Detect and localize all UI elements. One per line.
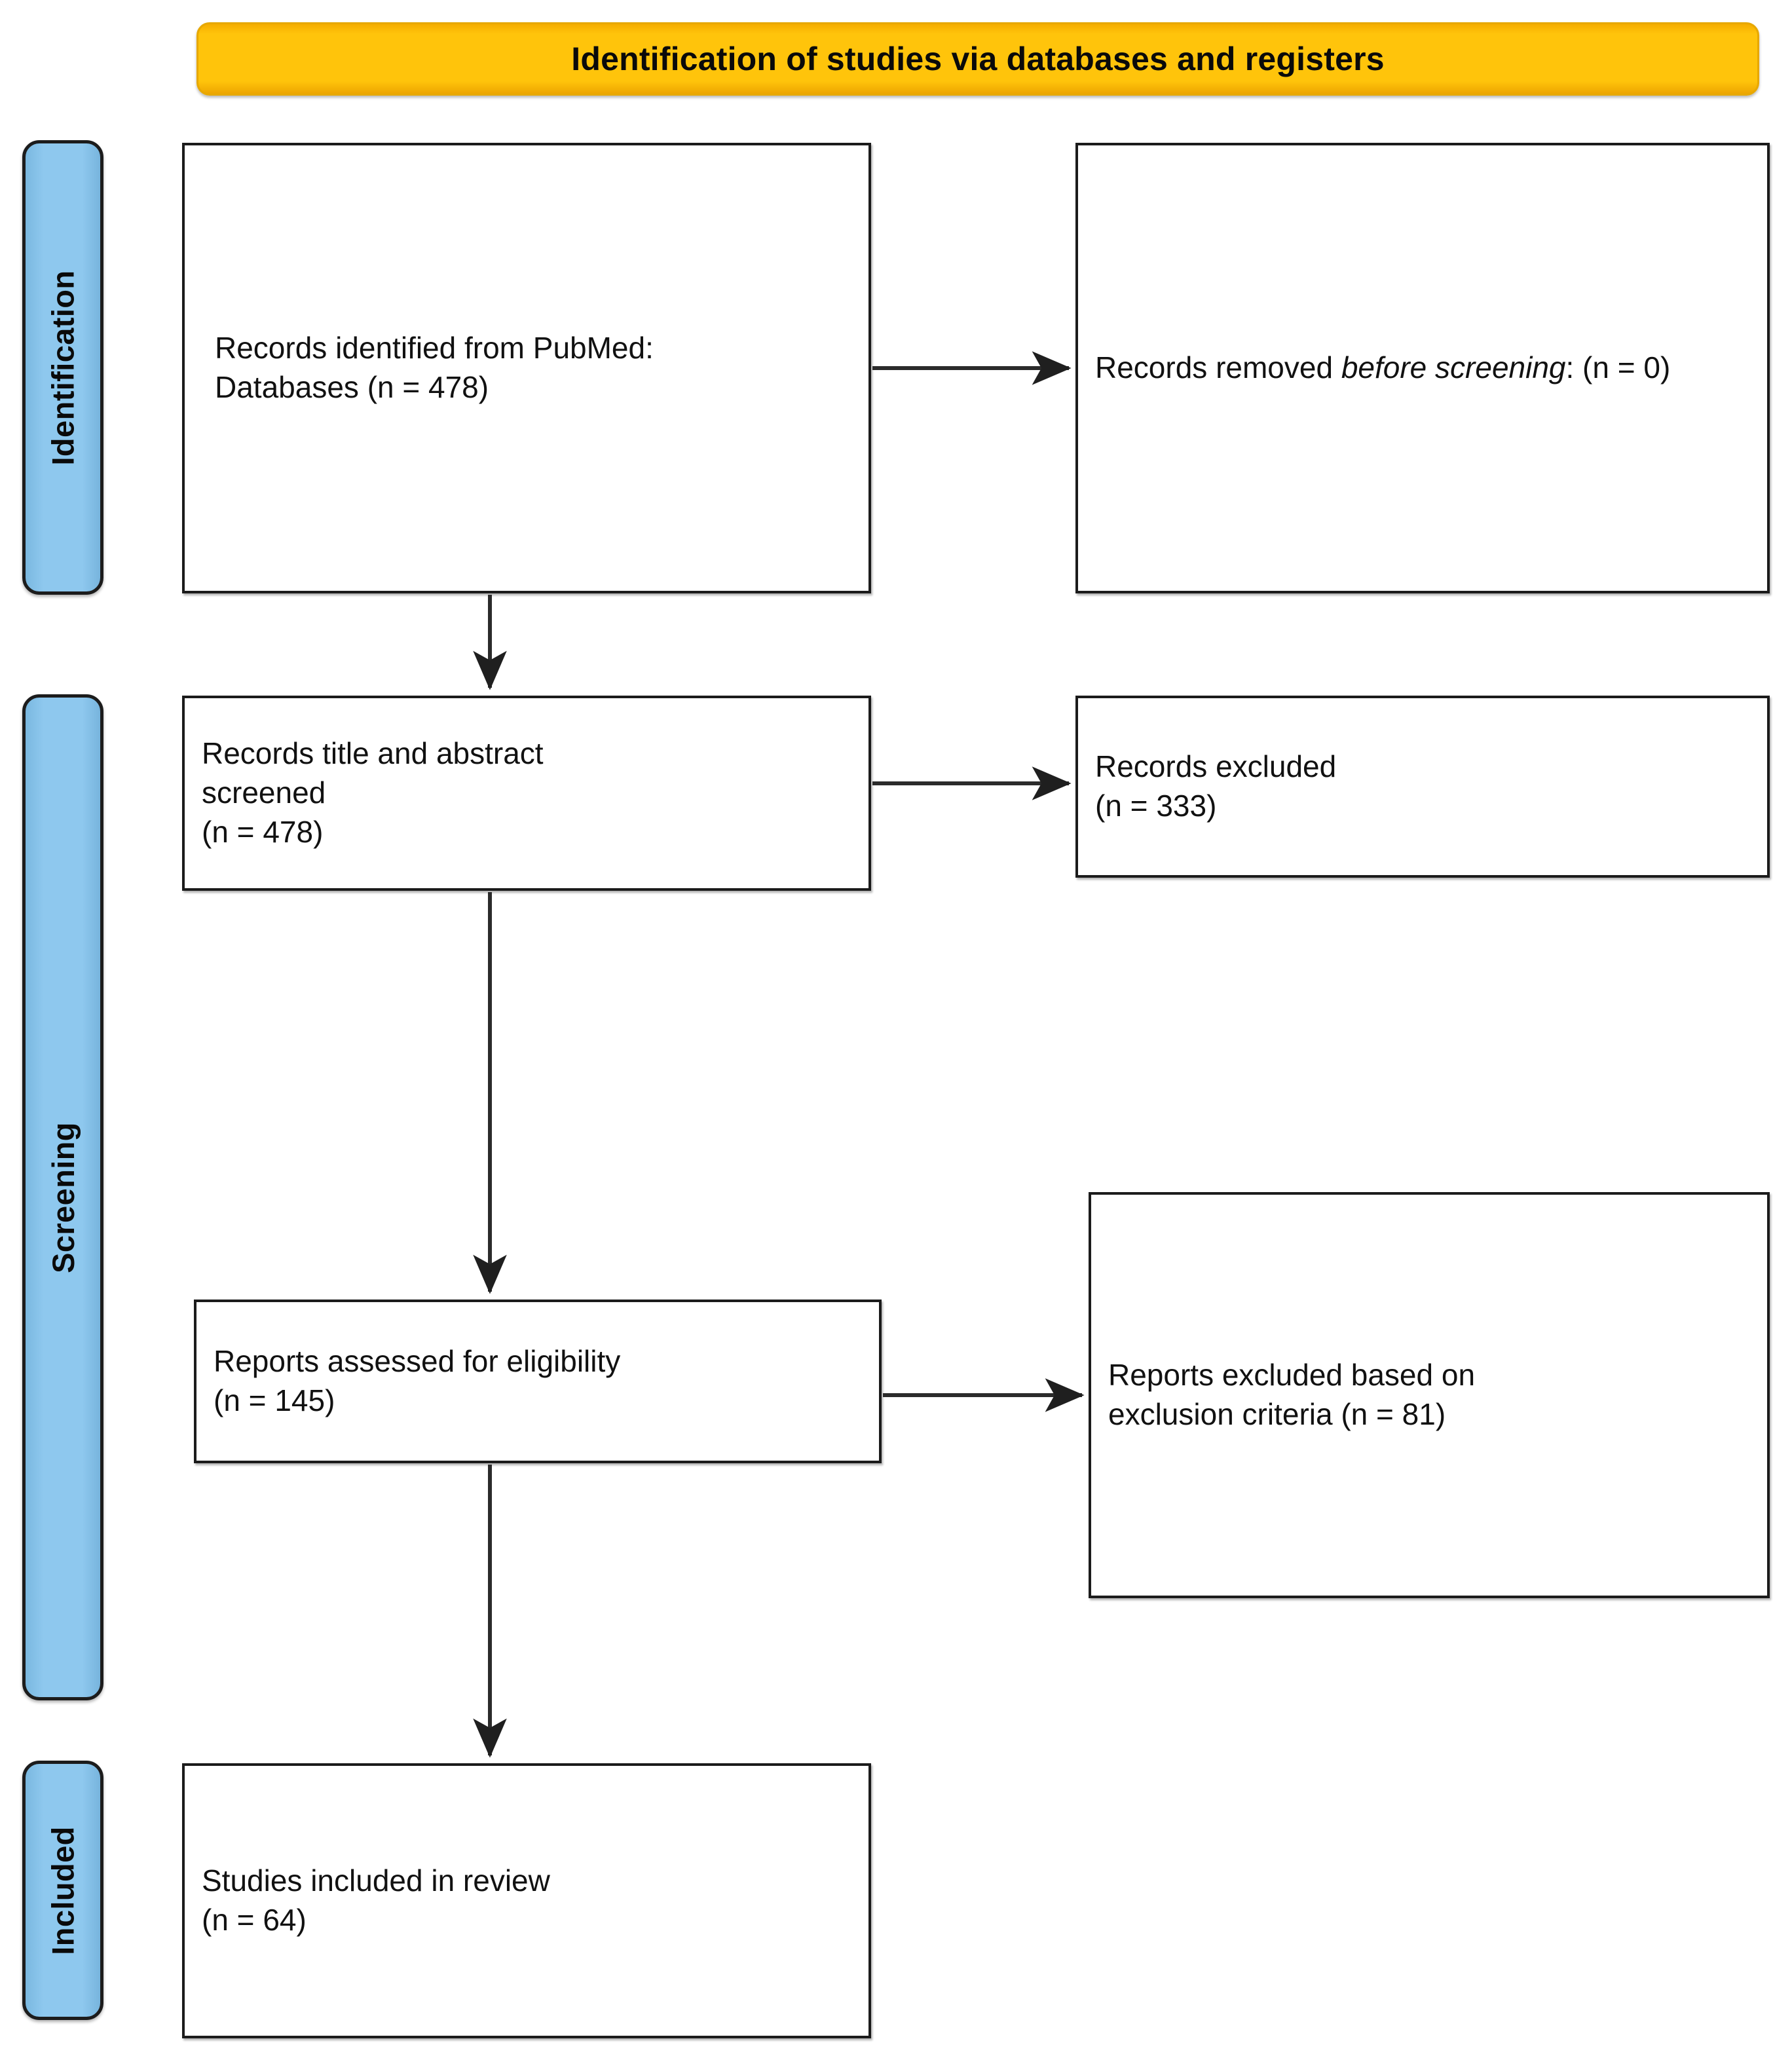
node-reports-excluded-line2: exclusion criteria (n = 81): [1108, 1397, 1446, 1431]
node-records-removed-italic: before screening: [1341, 350, 1566, 385]
node-reports-assessed-text: Reports assessed for eligibility (n = 14…: [196, 1342, 879, 1421]
node-records-excluded-line2: (n = 333): [1095, 789, 1217, 823]
node-records-excluded: Records excluded (n = 333): [1075, 696, 1770, 878]
node-records-removed-text: Records removed before screening: (n = 0…: [1078, 348, 1767, 388]
node-records-screened-text: Records title and abstract screened (n =…: [185, 734, 868, 851]
node-reports-assessed-line2: (n = 145): [214, 1383, 335, 1417]
node-reports-excluded-line1: Reports excluded based on: [1108, 1358, 1476, 1393]
node-records-identified-line1: Records identified from PubMed:: [215, 331, 654, 365]
node-studies-included-line2: (n = 64): [202, 1903, 307, 1937]
node-records-excluded-text: Records excluded (n = 333): [1078, 747, 1767, 826]
node-records-screened-line2: screened: [202, 776, 326, 810]
node-records-identified: Records identified from PubMed: Database…: [182, 143, 871, 593]
node-records-identified-text: Records identified from PubMed: Database…: [185, 329, 868, 407]
node-records-removed-prefix: Records removed: [1095, 350, 1341, 385]
node-studies-included-text: Studies included in review (n = 64): [185, 1862, 868, 1940]
diagram-header-banner: Identification of studies via databases …: [196, 22, 1759, 96]
node-records-screened-line1: Records title and abstract: [202, 736, 544, 771]
node-studies-included-line1: Studies included in review: [202, 1863, 550, 1898]
diagram-title: Identification of studies via databases …: [571, 41, 1385, 77]
node-records-excluded-line1: Records excluded: [1095, 749, 1337, 784]
node-records-removed-suffix: : (n = 0): [1565, 350, 1671, 385]
node-records-identified-line2: Databases (n = 478): [215, 370, 489, 404]
node-reports-assessed-line1: Reports assessed for eligibility: [214, 1344, 621, 1379]
node-reports-assessed-eligibility: Reports assessed for eligibility (n = 14…: [194, 1300, 882, 1463]
stage-label-included: Included: [22, 1761, 103, 2020]
node-records-screened-line3: (n = 478): [202, 814, 324, 849]
node-reports-excluded-text: Reports excluded based on exclusion crit…: [1091, 1356, 1767, 1434]
stage-label-screening: Screening: [22, 694, 103, 1700]
node-records-screened: Records title and abstract screened (n =…: [182, 696, 871, 891]
stage-label-identification: Identification: [22, 140, 103, 595]
node-studies-included: Studies included in review (n = 64): [182, 1763, 871, 2038]
node-reports-excluded: Reports excluded based on exclusion crit…: [1089, 1192, 1770, 1598]
node-records-removed-before-screening: Records removed before screening: (n = 0…: [1075, 143, 1770, 593]
